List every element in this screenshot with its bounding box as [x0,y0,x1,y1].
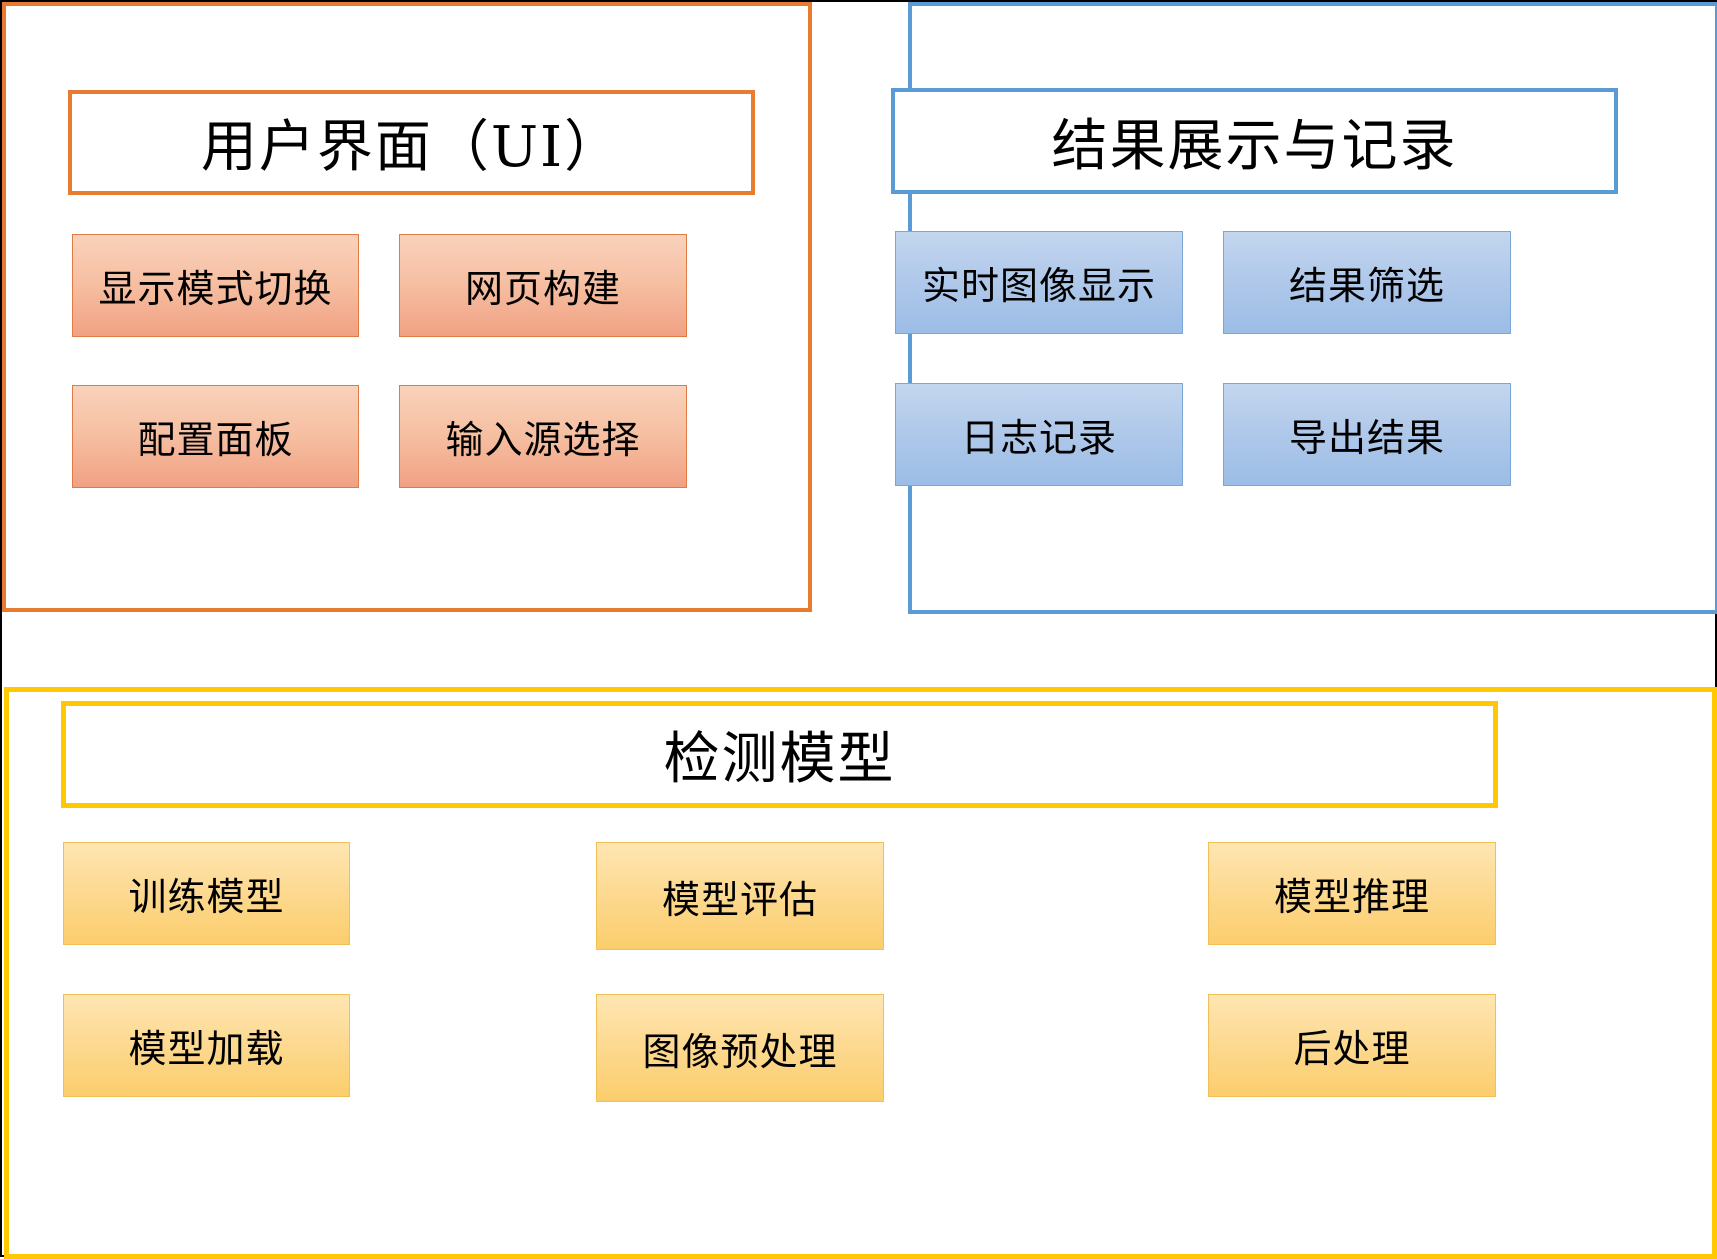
node-result-filtering[interactable]: 结果筛选 [1223,231,1511,334]
node-train-model[interactable]: 训练模型 [63,842,350,945]
panel-user-interface: 用户界面（UI） 显示模式切换 网页构建 配置面板 输入源选择 [2,2,812,612]
node-realtime-image-display[interactable]: 实时图像显示 [895,231,1183,334]
node-image-preprocessing[interactable]: 图像预处理 [596,994,884,1102]
node-export-results[interactable]: 导出结果 [1223,383,1511,486]
panel-title-user-interface: 用户界面（UI） [68,90,755,195]
panel-title-results-display-and-logging: 结果展示与记录 [891,88,1618,194]
node-model-loading[interactable]: 模型加载 [63,994,350,1097]
node-web-page-build[interactable]: 网页构建 [399,234,687,337]
node-model-inference[interactable]: 模型推理 [1208,842,1496,945]
node-log-recording[interactable]: 日志记录 [895,383,1183,486]
node-model-evaluation[interactable]: 模型评估 [596,842,884,950]
node-input-source-select[interactable]: 输入源选择 [399,385,687,488]
node-display-mode-switch[interactable]: 显示模式切换 [72,234,359,337]
panel-title-detection-model: 检测模型 [61,701,1498,808]
node-post-processing[interactable]: 后处理 [1208,994,1496,1097]
node-config-panel[interactable]: 配置面板 [72,385,359,488]
